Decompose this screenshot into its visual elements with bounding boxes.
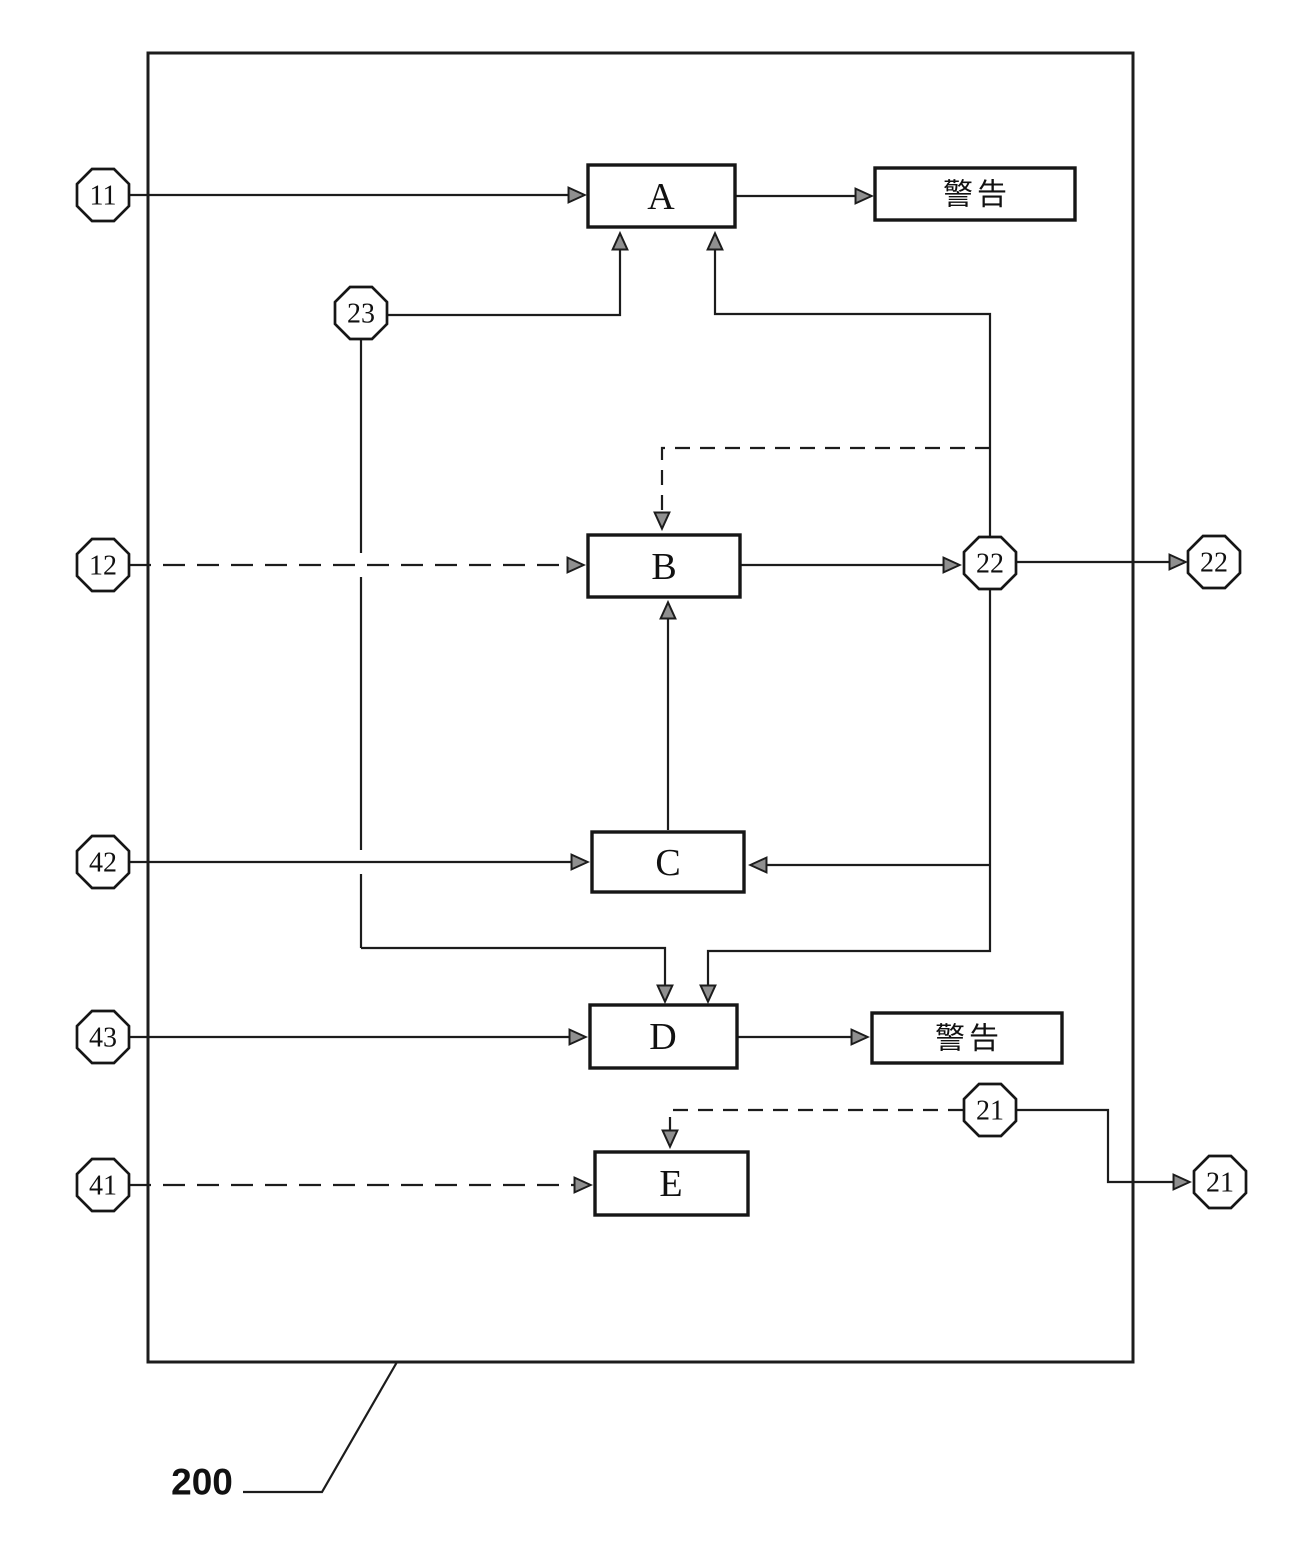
port-43: 43 bbox=[75, 1009, 131, 1065]
node-22-octagon bbox=[962, 535, 1018, 591]
block-d: D bbox=[588, 1003, 739, 1070]
port-12-octagon bbox=[75, 537, 131, 593]
block-b-box bbox=[586, 533, 742, 599]
block-d-label: D bbox=[649, 1016, 676, 1058]
flow-22-to-block-d bbox=[708, 589, 992, 1001]
reference-200-leader-line bbox=[243, 1361, 398, 1494]
reference-200: 200 bbox=[171, 1361, 398, 1503]
output-port-21-octagon bbox=[1192, 1154, 1248, 1210]
flow-21-to-block-e-dashed bbox=[670, 1108, 963, 1146]
block-a: A bbox=[586, 163, 737, 229]
port-41-label: 41 bbox=[89, 1171, 117, 1202]
output-port-21-label: 21 bbox=[1206, 1168, 1234, 1199]
port-11-label: 11 bbox=[90, 181, 117, 212]
block-e: E bbox=[593, 1150, 750, 1217]
block-a-box bbox=[586, 163, 737, 229]
warning-box-bottom-label: 警告 bbox=[935, 1023, 1003, 1056]
flow-21-to-output-21 bbox=[1016, 1108, 1189, 1182]
node-22: 22 bbox=[962, 535, 1018, 591]
node-23-label: 23 bbox=[347, 299, 375, 330]
warning-box-top-label: 警告 bbox=[943, 179, 1011, 212]
block-d-box bbox=[588, 1003, 739, 1070]
flow-22-to-block-a bbox=[715, 234, 992, 537]
node-21-octagon bbox=[962, 1082, 1018, 1138]
port-12-label: 12 bbox=[89, 551, 117, 582]
port-41: 41 bbox=[75, 1157, 131, 1213]
warning-box-bottom: 警告 bbox=[870, 1011, 1064, 1065]
node-23-octagon bbox=[333, 285, 389, 341]
output-port-21: 21 bbox=[1192, 1154, 1248, 1210]
reference-200-label: 200 bbox=[171, 1462, 233, 1503]
flow-23-to-block-d bbox=[359, 339, 665, 1001]
block-a-label: A bbox=[647, 176, 675, 218]
block-e-label: E bbox=[659, 1163, 682, 1205]
output-port-22-label: 22 bbox=[1200, 548, 1228, 579]
warning-box-bottom-rect bbox=[870, 1011, 1064, 1065]
node-22-label: 22 bbox=[976, 549, 1004, 580]
port-42: 42 bbox=[75, 834, 131, 890]
port-42-label: 42 bbox=[89, 848, 117, 879]
output-port-22-octagon bbox=[1186, 534, 1242, 590]
block-c: C bbox=[590, 830, 746, 894]
node-23: 23 bbox=[333, 285, 389, 341]
flow-23-to-block-a bbox=[387, 234, 620, 317]
port-41-octagon bbox=[75, 1157, 131, 1213]
block-e-box bbox=[593, 1150, 750, 1217]
port-12: 12 bbox=[75, 537, 131, 593]
warning-box-top: 警告 bbox=[873, 166, 1077, 222]
block-b: B bbox=[586, 533, 742, 599]
port-11-octagon bbox=[75, 167, 131, 223]
port-42-octagon bbox=[75, 834, 131, 890]
block-b-label: B bbox=[651, 546, 676, 588]
block-c-label: C bbox=[655, 842, 680, 884]
output-port-22: 22 bbox=[1186, 534, 1242, 590]
node-21-label: 21 bbox=[976, 1096, 1004, 1127]
port-43-octagon bbox=[75, 1009, 131, 1065]
port-43-label: 43 bbox=[89, 1023, 117, 1054]
port-11: 11 bbox=[75, 167, 131, 223]
block-c-box bbox=[590, 830, 746, 894]
flow-22-to-block-b-dashed bbox=[662, 446, 990, 528]
warning-box-top-rect bbox=[873, 166, 1077, 222]
node-21: 21 bbox=[962, 1082, 1018, 1138]
system-boundary bbox=[146, 51, 1135, 1364]
